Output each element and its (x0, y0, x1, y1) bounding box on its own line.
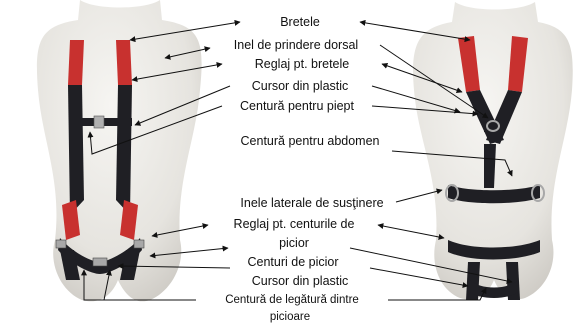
arrow-reglaj-centuri-right (378, 225, 444, 238)
label-cursor-plastic-1: Cursor din plastic (252, 79, 349, 93)
label-centura-piept: Centură pentru piept (240, 99, 354, 113)
label-cursor-plastic-2: Cursor din plastic (252, 274, 349, 288)
label-bretele: Bretele (280, 15, 320, 29)
label-centuri-picior: Centuri de picior (247, 255, 338, 269)
label-centura-legatura-line2: picioare (270, 310, 310, 324)
label-reglaj-centuri-line1: Reglaj pt. centurile de (234, 217, 355, 231)
label-reglaj-bretele: Reglaj pt. bretele (255, 57, 350, 71)
label-reglaj-centuri-line2: picior (279, 236, 309, 250)
label-inele-laterale: Inele laterale de susţinere (240, 196, 383, 210)
label-centura-legatura-line1: Centură de legătură dintre (225, 293, 359, 307)
label-centura-abdomen: Centură pentru abdomen (241, 134, 380, 148)
label-inel-dorsal: Inel de prindere dorsal (234, 38, 358, 52)
